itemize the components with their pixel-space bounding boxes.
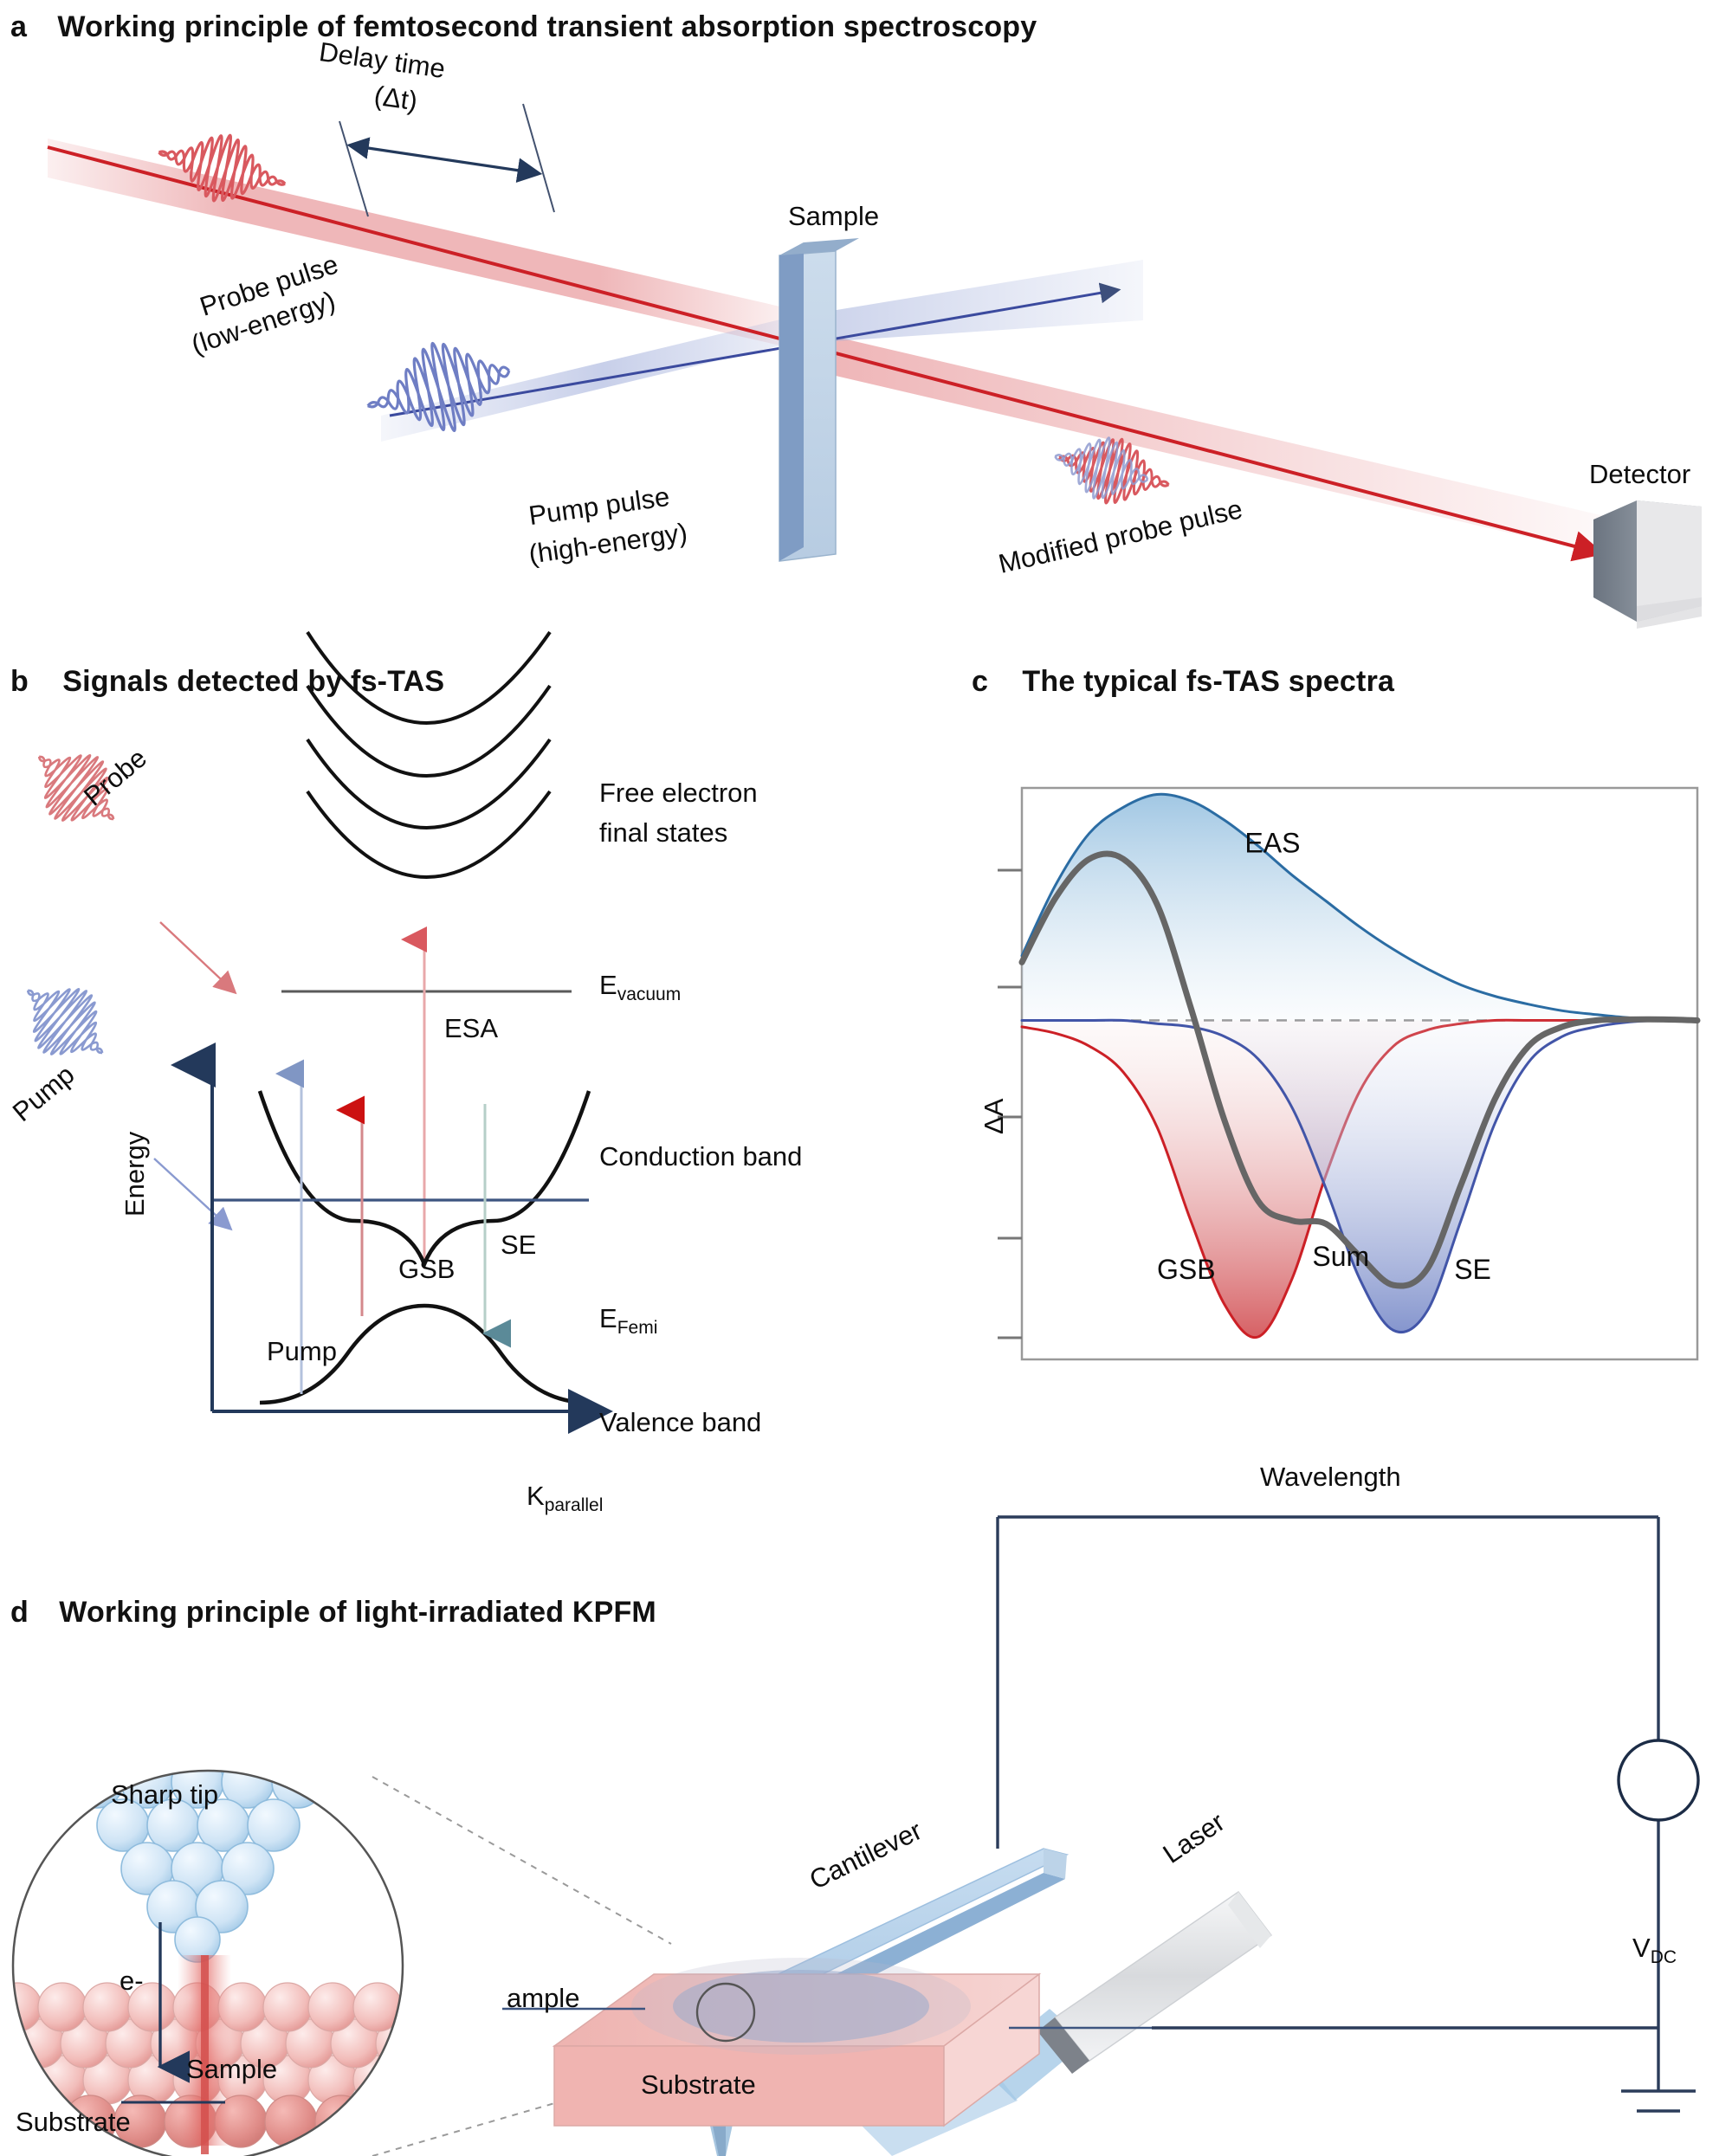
probe-pulse-wavepacket: [158, 133, 287, 203]
chart-x-axis-label: Wavelength: [1260, 1462, 1401, 1492]
kpfm-circuit: [996, 1515, 1660, 2091]
chart-annotation-eas: EAS: [1244, 828, 1300, 859]
panel-d-title: Working principle of light-irradiated KP…: [59, 1596, 656, 1629]
electron-label: e-: [120, 1966, 144, 1996]
gsb-label-b: GSB: [398, 1254, 456, 1284]
panel-c-letter: c: [972, 665, 989, 698]
laser-source: [1037, 1891, 1273, 2074]
panel-a-title: Working principle of femtosecond transie…: [57, 10, 1037, 43]
chart-area-eas: [1022, 794, 1697, 1021]
light-beam-core: [201, 1955, 209, 2154]
panel-b-header: b Signals detected by fs-TAS: [10, 665, 444, 699]
panel-b-letter: b: [10, 665, 29, 698]
illuminated-halo: [631, 1958, 971, 2055]
sample-inset-label: Sample: [186, 2054, 278, 2084]
chart-annotation-se: SE: [1454, 1254, 1491, 1285]
e-vacuum-label: Evacuum: [599, 970, 682, 1005]
panel-c-header: c The typical fs-TAS spectra: [972, 665, 1394, 699]
contact-point-circle: [695, 1982, 756, 2043]
modified-probe-wavepacket: [1054, 436, 1170, 505]
delay-tick-right: [522, 103, 555, 213]
se-label-b: SE: [501, 1230, 537, 1260]
conduction-band-label: Conduction band: [599, 1141, 803, 1172]
probe-wavepacket-b: [37, 754, 115, 822]
ground-symbol: [1621, 2089, 1696, 2113]
e-fermi-label: EFemi: [599, 1303, 658, 1339]
substrate-main-label: Substrate: [641, 2069, 756, 2100]
magnifier-circle: [11, 1769, 404, 2156]
esa-label: ESA: [444, 1013, 499, 1043]
chart-line-eas: [1020, 792, 1699, 1022]
fs-tas-spectra-chart: EAS GSB Sum SE: [998, 786, 1701, 1361]
panel-a-diagram: [47, 103, 1702, 629]
free-electron-label-line1: Free electron: [599, 778, 758, 808]
k-parallel-label: Kparallel: [527, 1481, 604, 1516]
delay-symbol-label: (Δt): [372, 80, 420, 117]
kpfm-magnified-inset: [13, 1771, 403, 2154]
valence-band-curve: [259, 1303, 590, 1405]
panel-d-header: d Working principle of light-irradiated …: [10, 1596, 656, 1630]
chart-area-se: [1022, 1020, 1697, 1333]
pump-beam-band: [381, 319, 784, 442]
panel-d-letter: d: [10, 1596, 29, 1629]
chart-area-gsb: [1022, 1020, 1697, 1338]
chart-annotations: EAS GSB Sum SE: [1157, 828, 1491, 1285]
detector-label: Detector: [1589, 459, 1691, 489]
pump-axis-label: Pump: [267, 1336, 337, 1366]
sample-label: Sample: [788, 201, 880, 231]
illuminated-spot: [673, 1970, 929, 2043]
substrate-inset-label: Substrate: [16, 2107, 131, 2137]
sharp-tip-label: Sharp tip: [111, 1779, 219, 1810]
pump-ray-line: [389, 282, 1121, 417]
panel-a-letter: a: [10, 10, 28, 43]
pump-pulse-wavepacket: [366, 341, 511, 432]
vdc-label: VDC: [1632, 1933, 1677, 1968]
modified-probe-beam-band: [784, 325, 1619, 558]
panel-a-header: a Working principle of femtosecond trans…: [10, 10, 1037, 44]
chart-annotation-sum: Sum: [1312, 1241, 1369, 1272]
pump-incidence-arrow: [153, 1158, 233, 1231]
pump-beam-out-band: [784, 260, 1143, 345]
chart-y-axis-label: ΔA: [979, 1098, 1009, 1134]
panel-b-diagram: [26, 630, 613, 1434]
panel-d-diagram: [11, 1515, 1700, 2156]
chart-series-group: [1018, 792, 1701, 1339]
substrate-block: [552, 1958, 1042, 2127]
pump-wavepacket-b: [26, 988, 104, 1055]
panel-b-title: Signals detected by fs-TAS: [62, 665, 445, 698]
sample-main-label: ample: [507, 1983, 580, 2013]
chart-annotation-gsb: GSB: [1157, 1254, 1216, 1285]
energy-axis-label: Energy: [120, 1131, 150, 1217]
chart-line-sum: [1018, 850, 1701, 1289]
free-electron-parabolas: [306, 630, 552, 879]
chart-y-ticks: [998, 868, 1022, 1339]
delay-tick-left: [339, 120, 369, 217]
sample-plate: [779, 238, 859, 562]
detector-box: [1593, 500, 1702, 629]
delay-time-arrow: [346, 137, 543, 183]
valence-band-label: Valence band: [599, 1407, 762, 1437]
vdc-source-symbol: [1617, 1739, 1700, 1822]
magnifier-leader-top: [372, 1776, 672, 1945]
panel-c-title: The typical fs-TAS spectra: [1022, 665, 1395, 698]
free-electron-label-line2: final states: [599, 817, 728, 848]
probe-incidence-arrow: [159, 921, 237, 995]
chart-line-se: [1020, 1018, 1699, 1334]
